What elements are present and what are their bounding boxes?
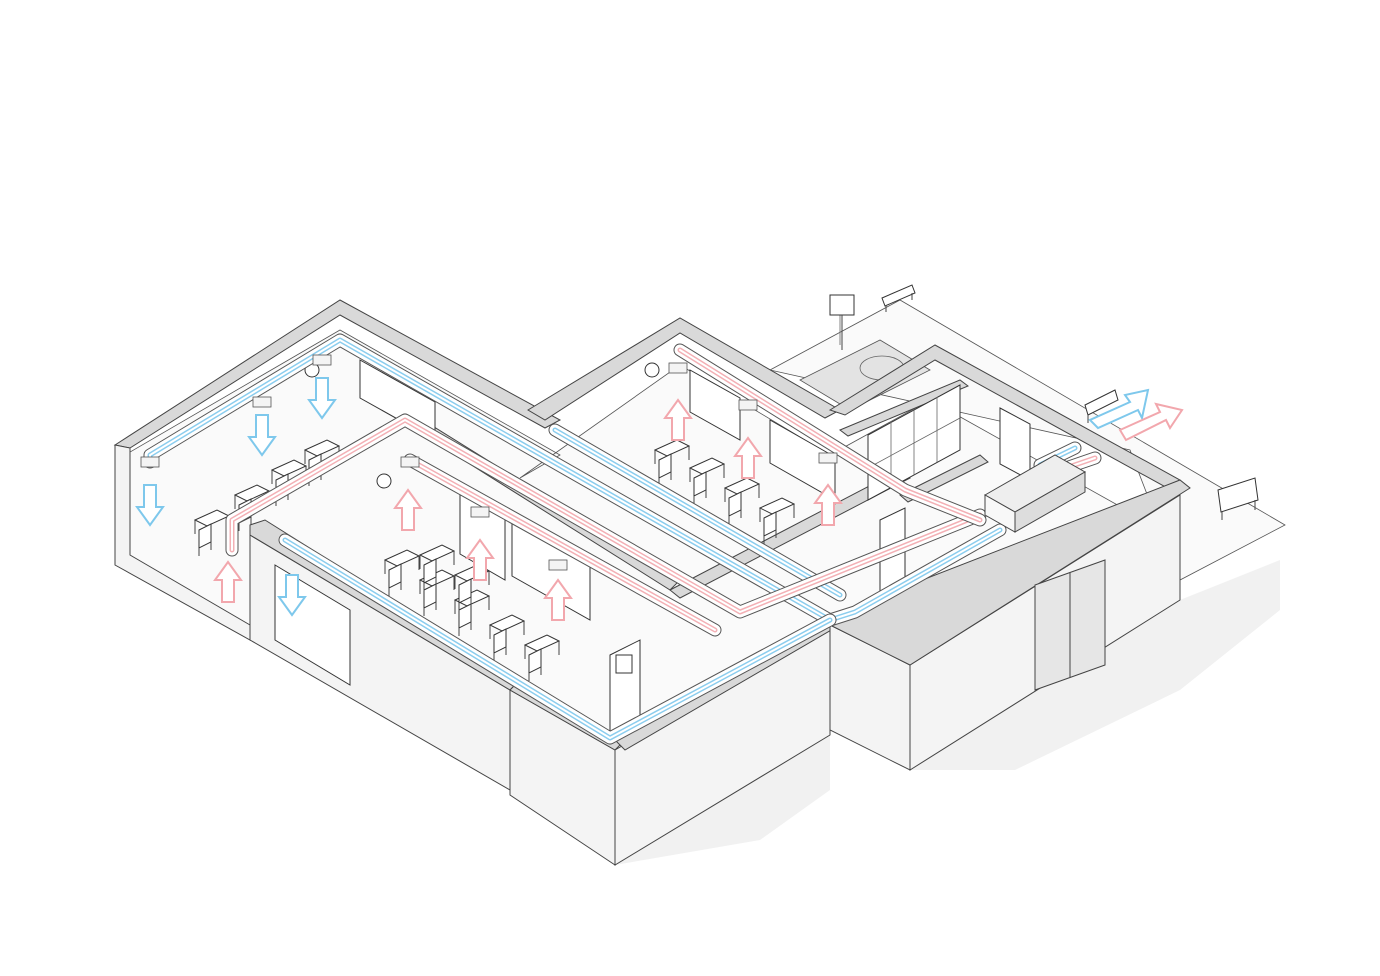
chair-icon — [693, 471, 707, 504]
extract-air-arrow-icon — [813, 483, 843, 526]
chair-icon — [763, 511, 777, 544]
air-diffuser — [668, 362, 688, 374]
air-diffuser — [470, 506, 490, 518]
supply-air-arrow-icon — [135, 484, 165, 527]
wall-clock-icon — [376, 473, 392, 489]
chair-icon — [423, 558, 437, 591]
air-diffuser — [818, 452, 838, 464]
bench-icon — [881, 284, 916, 312]
exhaust-air-arrow-icon — [1118, 402, 1184, 442]
supply-air-arrow-icon — [277, 574, 307, 617]
air-diffuser — [312, 354, 332, 366]
chair-icon — [388, 563, 402, 596]
supply-air-ducts — [143, 333, 1082, 745]
supply-air-arrow-icon — [247, 414, 277, 457]
clocks — [304, 362, 660, 489]
chair-icon — [423, 583, 437, 616]
chair-icon — [493, 628, 507, 661]
air-diffuser — [738, 399, 758, 411]
wall-clock-icon — [644, 362, 660, 378]
air-diffuser — [140, 456, 160, 468]
extract-air-arrow-icon — [733, 436, 763, 479]
extract-air-arrow-icon — [543, 578, 573, 621]
chair-icon — [458, 603, 472, 636]
ventilation-unit-icon — [983, 454, 1087, 533]
air-diffuser — [400, 456, 420, 468]
window-icon — [689, 369, 741, 441]
outdoor-furniture — [829, 284, 1259, 520]
extract-air-arrow-icon — [465, 538, 495, 581]
supply-duct-branch — [548, 423, 847, 602]
air-diffuser — [548, 559, 568, 571]
extract-air-arrow-icon — [213, 560, 243, 603]
supply-duct-main — [143, 333, 1007, 627]
bench-icon — [1084, 389, 1119, 423]
airflow-arrows — [135, 354, 1184, 621]
desk-icon — [758, 497, 796, 528]
basketball-court — [799, 339, 931, 411]
extract-duct-main — [225, 413, 987, 619]
supply-duct-front — [278, 533, 837, 745]
extract-duct-rear — [673, 343, 987, 527]
chair-icon — [728, 491, 742, 524]
extract-air-arrow-icon — [663, 398, 693, 441]
basketball-hoop-icon — [829, 294, 855, 350]
bench-icon — [1217, 477, 1259, 520]
supply-air-arrow-icon — [307, 377, 337, 420]
fresh-air-intake-arrow-icon — [1088, 388, 1150, 430]
chair-icon — [528, 648, 542, 681]
air-diffuser — [252, 396, 272, 408]
chair-icon — [458, 578, 472, 611]
chair-icon — [198, 523, 212, 556]
extract-air-arrow-icon — [393, 488, 423, 531]
right-wing-walls — [828, 344, 1191, 771]
extract-duct-branch — [403, 453, 722, 637]
